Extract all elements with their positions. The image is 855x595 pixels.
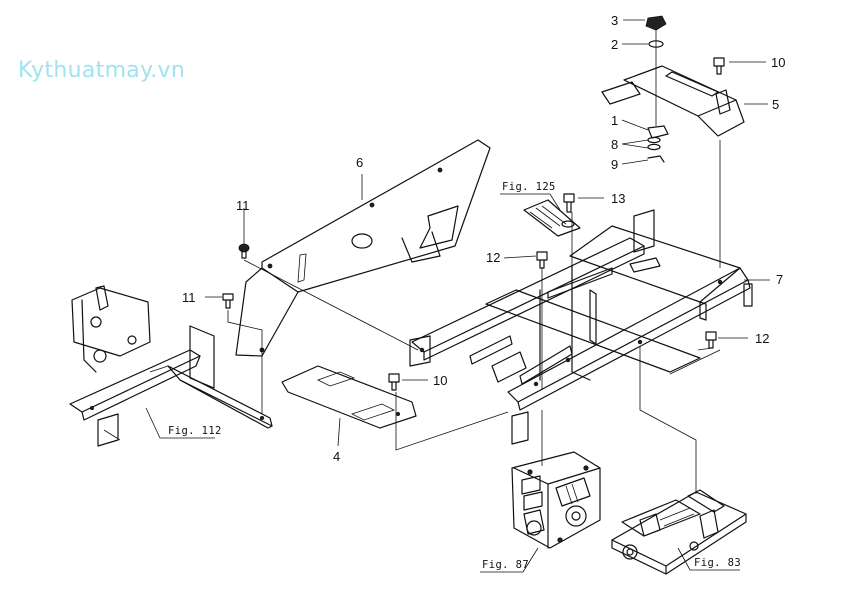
- callout-3: 3: [611, 13, 618, 28]
- bolt-10a: [713, 57, 725, 75]
- callout-10-bottom: 10: [433, 373, 447, 388]
- bolt-11a: [238, 243, 250, 259]
- part-7-main-frame: [409, 209, 753, 445]
- fig-ref-125: Fig. 125: [502, 181, 556, 193]
- part-4-plate: [281, 365, 417, 429]
- callout-11-left: 11: [182, 290, 196, 305]
- bolt-12a: [536, 251, 548, 269]
- callout-13: 13: [611, 191, 625, 206]
- fig87-valve-block: [511, 451, 601, 549]
- fig83-hitch-housing: [611, 489, 747, 575]
- fig125-part: [523, 199, 581, 237]
- fig-ref-87: Fig. 87: [482, 559, 529, 571]
- callout-12-right: 12: [755, 331, 769, 346]
- callout-12-mid: 12: [486, 250, 500, 265]
- callout-6: 6: [356, 155, 363, 170]
- bolt-11b: [222, 293, 234, 309]
- callout-1: 1: [611, 113, 618, 128]
- callout-11-top: 11: [236, 198, 250, 213]
- part-6-panel: [235, 139, 491, 357]
- callout-8: 8: [611, 137, 618, 152]
- bolt-12b: [705, 331, 717, 349]
- bolt-13: [563, 193, 575, 213]
- callout-10-top: 10: [771, 55, 785, 70]
- left-frame-assembly: [69, 285, 273, 447]
- part-5-bracket: [601, 65, 745, 137]
- watermark: Kythuatmay.vn: [18, 58, 186, 83]
- callout-5: 5: [772, 97, 779, 112]
- callout-9: 9: [611, 157, 618, 172]
- callout-7: 7: [776, 272, 783, 287]
- bolts: [222, 57, 725, 391]
- leader-lines: [145, 19, 770, 573]
- fig-ref-83: Fig. 83: [694, 557, 741, 569]
- hardware-stack: [645, 15, 669, 163]
- assembly-lines: [227, 140, 721, 494]
- bolt-10b: [388, 373, 400, 391]
- fig-ref-112: Fig. 112: [168, 425, 222, 437]
- callout-4: 4: [333, 449, 340, 464]
- callout-2: 2: [611, 37, 618, 52]
